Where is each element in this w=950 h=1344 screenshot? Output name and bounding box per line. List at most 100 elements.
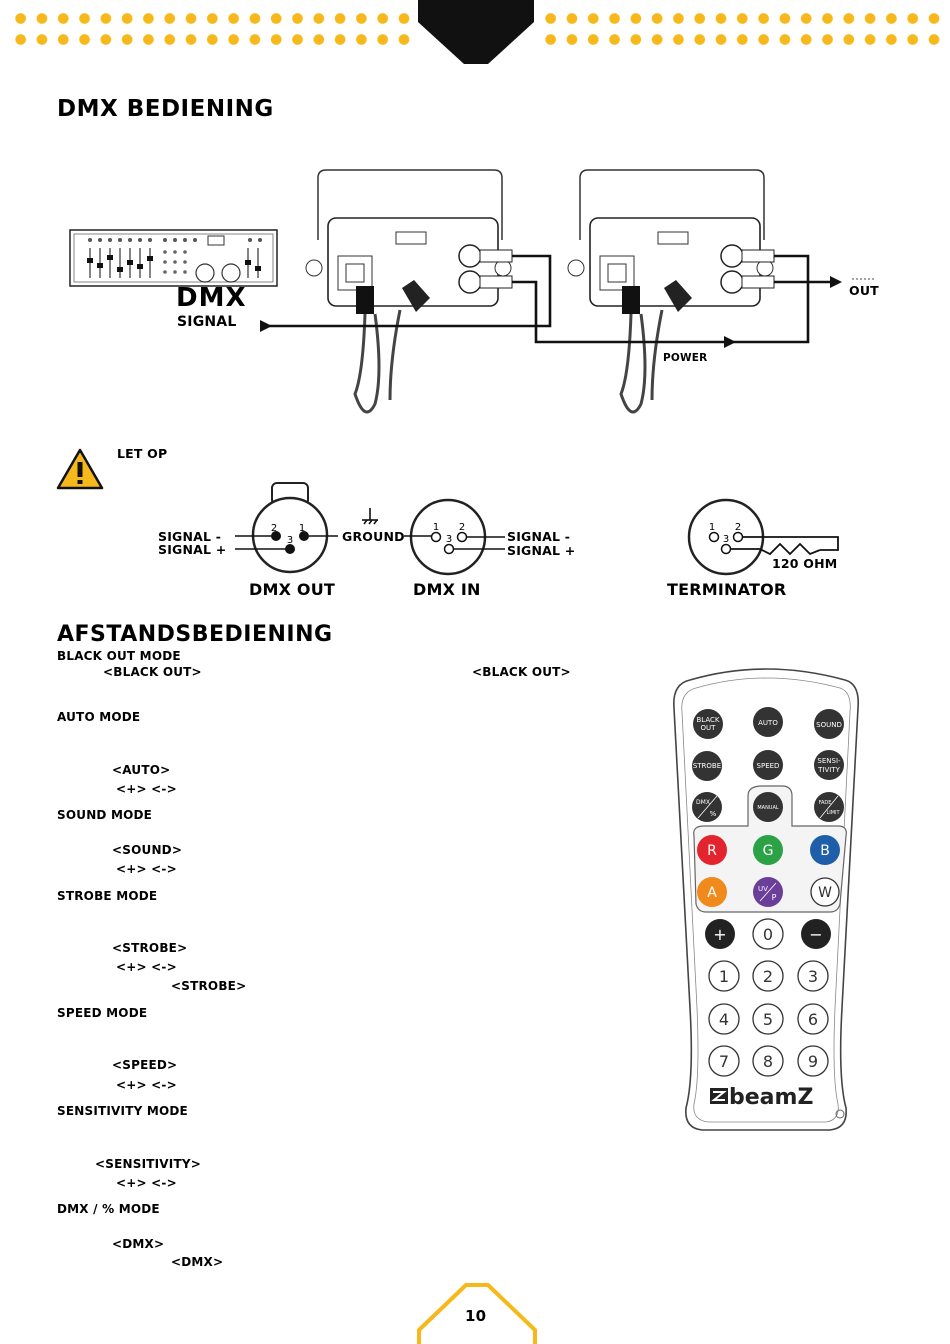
remote-dmx-line1: DMX xyxy=(696,799,710,806)
ground-label: GROUND xyxy=(342,529,405,544)
header-dots-left xyxy=(10,8,414,48)
in-signal-plus: SIGNAL + xyxy=(507,543,576,558)
dmx-key: <DMX> xyxy=(112,1237,165,1251)
remote-b-label: B xyxy=(820,843,830,859)
remote-auto-label: AUTO xyxy=(758,719,778,727)
remote-w-label: W xyxy=(818,885,832,901)
blackout-title: BLACK OUT MODE xyxy=(57,649,181,663)
auto-plusminus: <+> <-> xyxy=(116,782,177,796)
fixture-1 xyxy=(305,169,513,414)
page-number: 10 xyxy=(465,1307,487,1325)
dmx-label: DMX xyxy=(176,283,247,313)
remote-sens-line1: SENSI- xyxy=(817,757,841,765)
terminator-connector: 1 2 3 xyxy=(687,498,839,576)
svg-text:5: 5 xyxy=(763,1010,773,1029)
out-label: OUT xyxy=(849,283,879,298)
dmx-wiring-diagram xyxy=(69,169,874,414)
speed-key: <SPEED> xyxy=(112,1058,178,1072)
svg-text:9: 9 xyxy=(808,1052,818,1071)
remote-slashes xyxy=(697,795,839,819)
xlr-pinout-diagram: 2 1 3 1 2 3 1 2 3 xyxy=(235,482,839,576)
remote-manual-label: MANUAL xyxy=(757,805,779,811)
remote-zero-label: 0 xyxy=(763,925,773,944)
remote-uv-label: UV xyxy=(758,885,768,893)
remote-blackout-line1: BLACK xyxy=(696,716,719,724)
remote-strobe-label: STROBE xyxy=(693,762,721,770)
blackout-key-1: <BLACK OUT> xyxy=(103,665,202,679)
remote-sound-label: SOUND xyxy=(816,721,842,729)
term-pin1: 1 xyxy=(709,522,715,533)
svg-text:7: 7 xyxy=(719,1052,729,1071)
svg-text:2: 2 xyxy=(763,967,773,986)
sound-title: SOUND MODE xyxy=(57,808,153,822)
dmx-in-connector: 1 2 3 xyxy=(409,498,487,576)
sensitivity-key: <SENSITIVITY> xyxy=(95,1157,201,1171)
in-pin1: 1 xyxy=(433,522,439,533)
speed-title: SPEED MODE xyxy=(57,1006,148,1020)
remote-section-title: AFSTANDSBEDIENING xyxy=(57,622,333,647)
remote-blackout-line2: OUT xyxy=(701,724,717,732)
svg-text:6: 6 xyxy=(808,1010,818,1029)
strobe-key: <STROBE> xyxy=(112,941,188,955)
page-number-badge xyxy=(417,1283,537,1344)
dmx-key-2: <DMX> xyxy=(171,1255,224,1269)
remote-sens-line2: TIVITY xyxy=(817,766,840,774)
blackout-key-2: <BLACK OUT> xyxy=(472,665,571,679)
beamz-logo: beamZ xyxy=(710,1085,813,1110)
dmx-out-connector: 2 1 3 xyxy=(251,482,329,574)
terminator-label: TERMINATOR xyxy=(667,580,787,599)
svg-text:4: 4 xyxy=(719,1010,729,1029)
sound-plusminus: <+> <-> xyxy=(116,862,177,876)
remote-minus-label: − xyxy=(809,925,822,944)
sound-key: <SOUND> xyxy=(112,843,183,857)
out-pin2: 2 xyxy=(271,523,277,534)
auto-title: AUTO MODE xyxy=(57,710,141,724)
dmx-in-label: DMX IN xyxy=(413,580,481,599)
remote-fade-line2: LIMIT xyxy=(826,810,840,816)
remote-dmx-line2: % xyxy=(710,810,717,818)
remote-digit-labels: 1 2 3 4 5 6 7 8 9 xyxy=(719,967,818,1071)
dmx-mode-title: DMX / % MODE xyxy=(57,1202,160,1216)
remote-a-label: A xyxy=(707,885,717,901)
speed-plusminus: <+> <-> xyxy=(116,1078,177,1092)
strobe-plusminus: <+> <-> xyxy=(116,960,177,974)
header-dots-right xyxy=(540,8,945,48)
remote-plus-label: + xyxy=(713,925,726,944)
strobe-title: STROBE MODE xyxy=(57,889,158,903)
remote-fade-line1: FADE xyxy=(819,800,832,806)
out-signal-plus: SIGNAL + xyxy=(158,542,227,557)
cable-arrows xyxy=(260,276,842,348)
remote-control: BLACK OUT AUTO SOUND STROBE SPEED SENSI-… xyxy=(673,668,860,1131)
pinout-wires xyxy=(235,508,505,550)
term-pin2: 2 xyxy=(735,522,741,533)
dmx-controller xyxy=(69,229,278,287)
remote-speed-label: SPEED xyxy=(757,762,780,770)
svg-text:beamZ: beamZ xyxy=(729,1085,813,1110)
in-pin3: 3 xyxy=(446,534,452,545)
out-pin3: 3 xyxy=(287,535,293,546)
sensitivity-title: SENSITIVITY MODE xyxy=(57,1104,188,1118)
remote-color-labels: R G B A UV P W xyxy=(707,843,832,902)
warning-label: LET OP xyxy=(117,446,168,461)
fixture-2 xyxy=(567,169,775,414)
out-pin1: 1 xyxy=(299,523,305,534)
remote-r-label: R xyxy=(707,843,717,859)
remote-p-label: P xyxy=(772,893,777,902)
auto-key: <AUTO> xyxy=(112,763,171,777)
remote-g-label: G xyxy=(763,843,774,859)
power-label: POWER xyxy=(663,352,708,364)
svg-text:8: 8 xyxy=(763,1052,773,1071)
remote-top-buttons xyxy=(692,707,844,822)
remote-digit-buttons xyxy=(708,960,829,1077)
strobe-key-2: <STROBE> xyxy=(171,979,247,993)
svg-text:3: 3 xyxy=(808,967,818,986)
warning-icon xyxy=(56,448,104,490)
term-pin3: 3 xyxy=(723,534,729,545)
page-title: DMX BEDIENING xyxy=(57,96,274,122)
terminator-ohm: 120 OHM xyxy=(772,556,838,571)
dmx-cables xyxy=(260,254,830,344)
out-signal-minus: SIGNAL - xyxy=(158,529,222,544)
sensitivity-plusminus: <+> <-> xyxy=(116,1176,177,1190)
in-pin2: 2 xyxy=(459,522,465,533)
dmx-out-label: DMX OUT xyxy=(249,580,336,599)
